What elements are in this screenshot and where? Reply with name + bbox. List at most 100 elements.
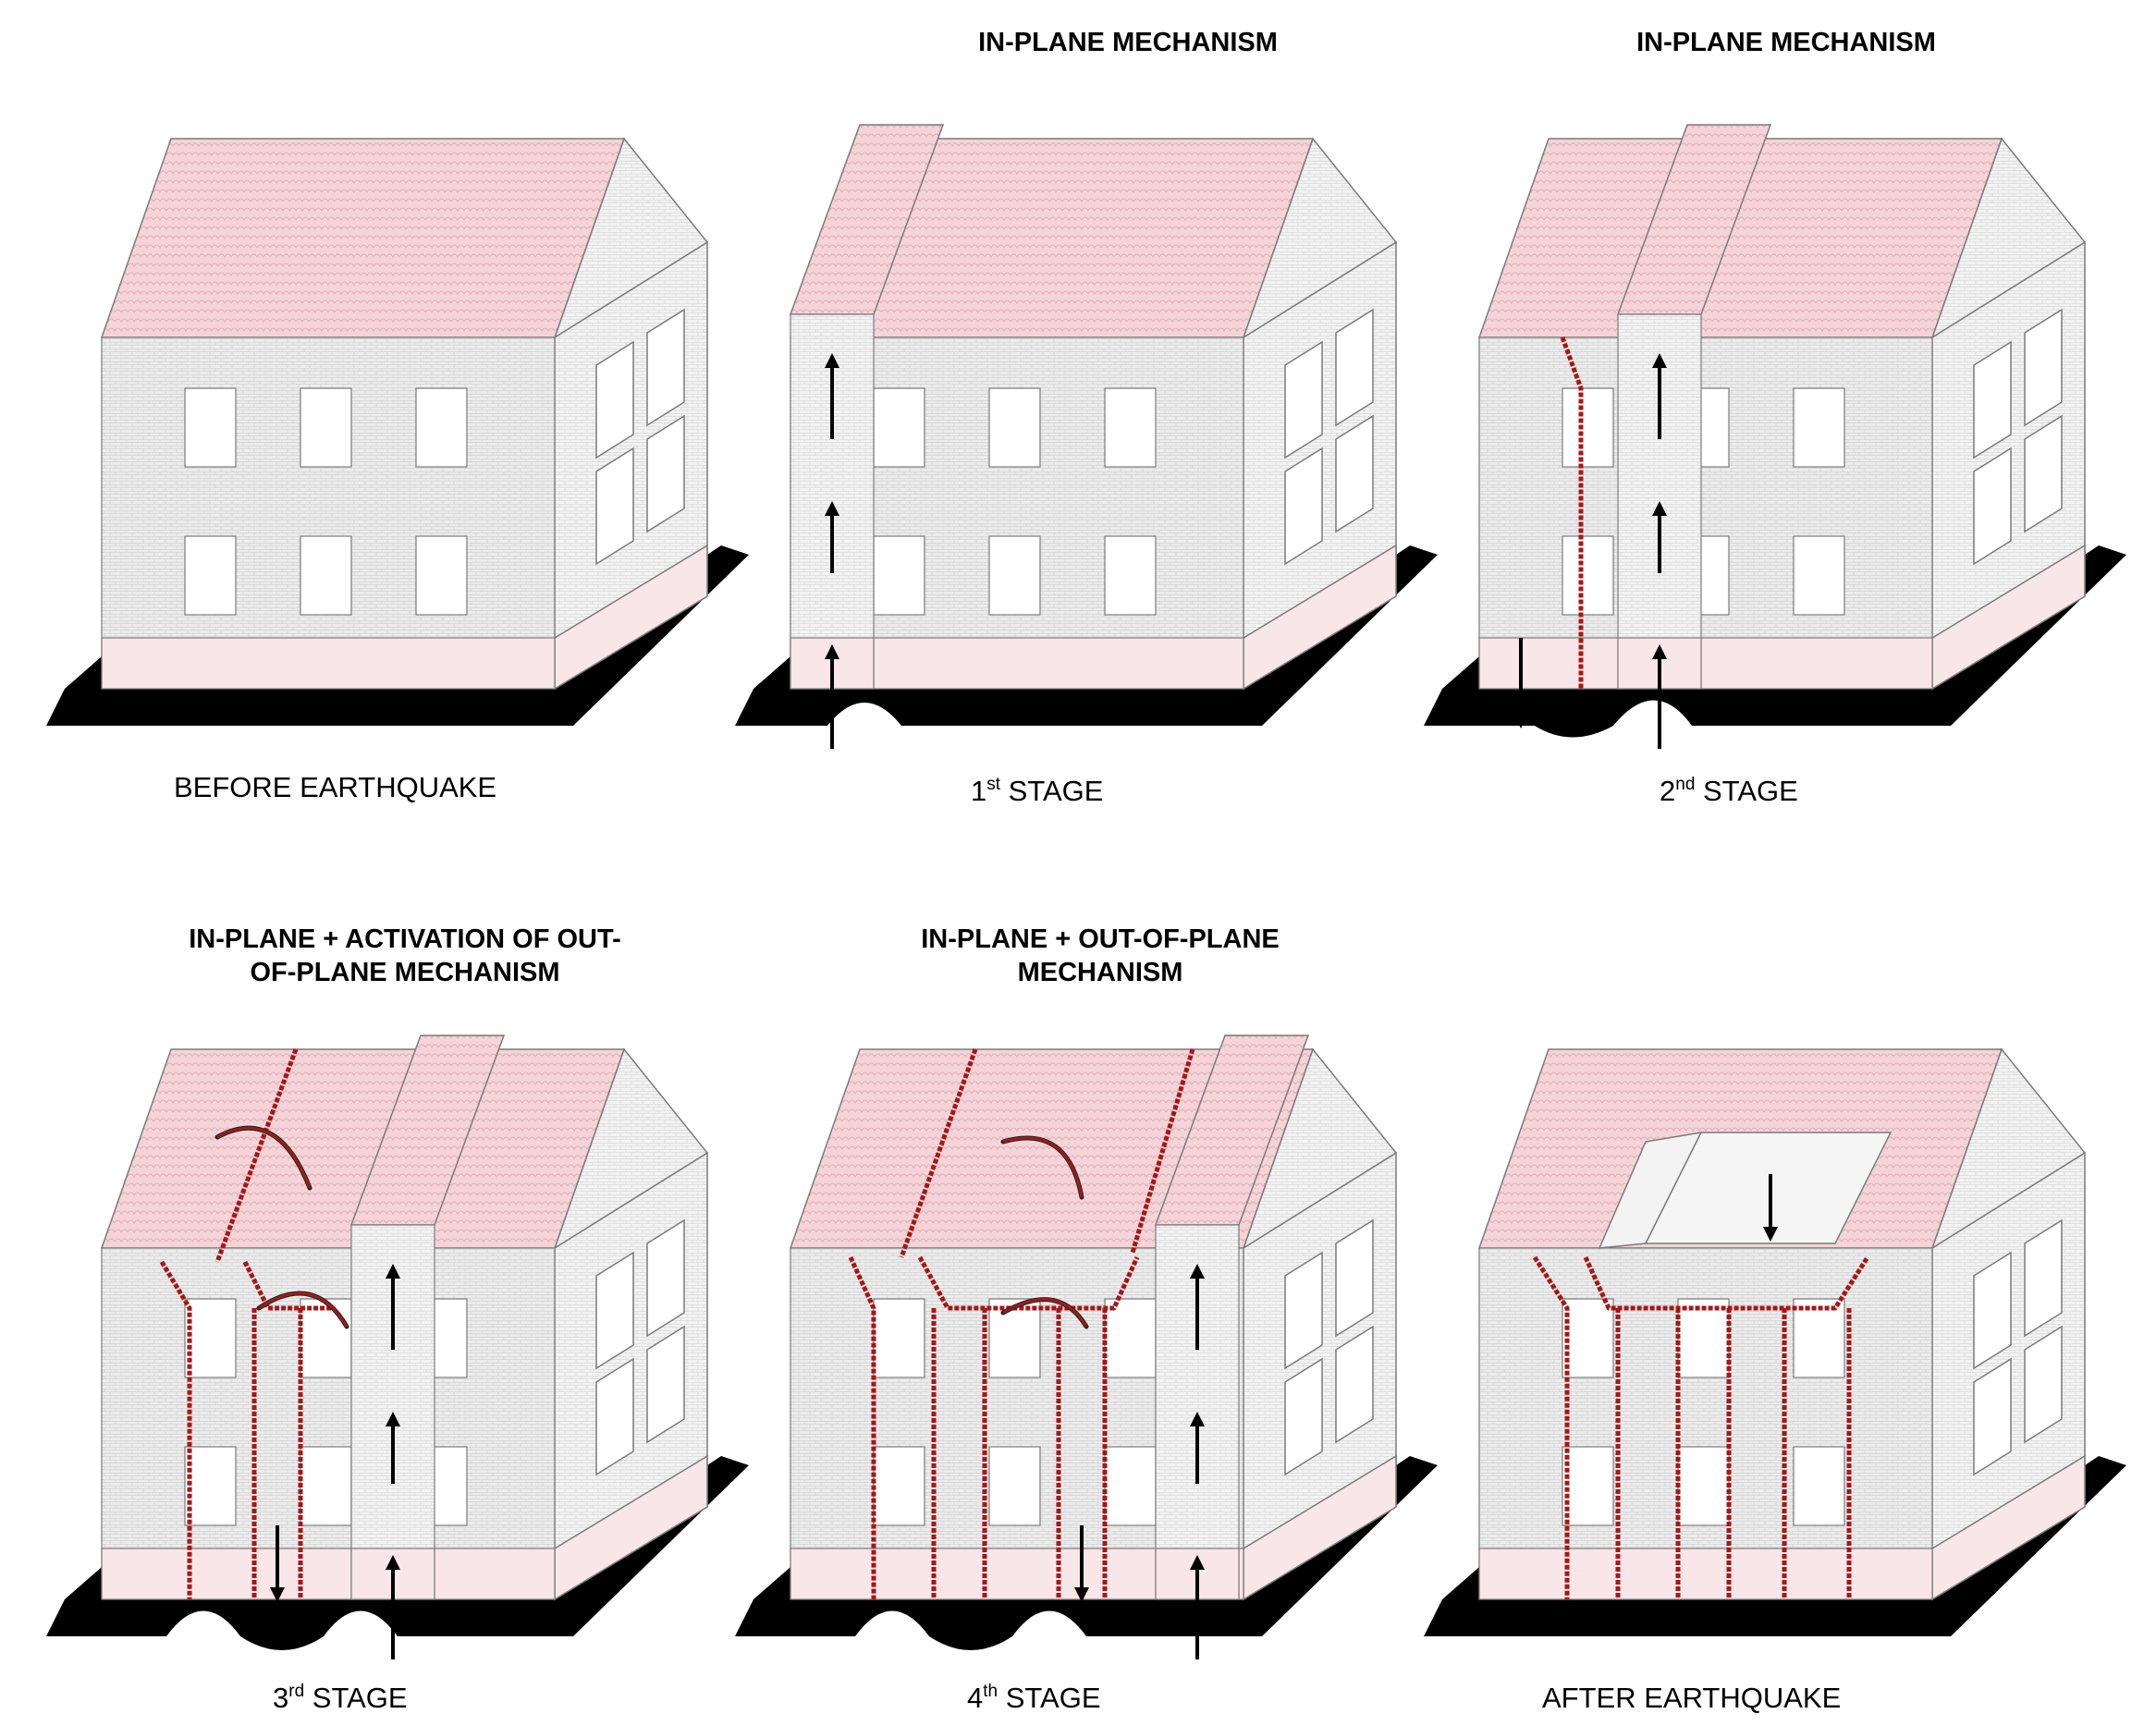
panel-title: MECHANISM [1018, 958, 1183, 987]
side-window [646, 1218, 685, 1338]
front-window [1104, 387, 1157, 468]
horizontal-crack [242, 1260, 333, 1311]
side-window [1973, 340, 2012, 459]
front-window [184, 1446, 237, 1526]
ground-base [735, 1456, 1438, 1650]
panel-caption: 4th STAGE [967, 1682, 1101, 1714]
roof-crack [899, 1048, 978, 1258]
panel-4 [46, 1034, 749, 1659]
front-base-band [1478, 1548, 1933, 1600]
front-window [300, 387, 352, 468]
front-window [988, 387, 1041, 468]
front-window [1562, 387, 1614, 468]
caption-main: 4 [967, 1682, 983, 1714]
vertical-crack [1560, 337, 1584, 689]
side-window [1973, 1251, 2012, 1370]
front-window [1793, 387, 1845, 468]
panel-title: OF-PLANE MECHANISM [250, 958, 559, 987]
front-window [300, 1446, 352, 1526]
caption-superscript: st [986, 775, 1001, 794]
panel-caption: AFTER EARTHQUAKE [1542, 1682, 1841, 1714]
panel-1 [46, 137, 749, 726]
front-window [1677, 1446, 1730, 1526]
front-window [988, 535, 1041, 616]
caption-suffix: STAGE [1695, 775, 1797, 807]
front-window [184, 1298, 237, 1378]
ground-base [1424, 545, 2126, 738]
front-window [1104, 1298, 1157, 1378]
panel-title: IN-PLANE MECHANISM [1636, 28, 1936, 57]
front-window [1562, 1298, 1614, 1378]
horizontal-crack [1583, 1255, 1870, 1311]
side-window [1973, 1357, 2012, 1476]
caption-suffix: STAGE [304, 1682, 407, 1714]
side-window [1335, 1325, 1374, 1444]
front-window [300, 535, 352, 616]
caption-suffix: STAGE [998, 1682, 1100, 1714]
caption-superscript: th [983, 1682, 998, 1701]
front-window [415, 535, 468, 616]
caption-superscript: rd [288, 1682, 304, 1701]
front-window [184, 535, 237, 616]
panel-caption: 1st STAGE [971, 775, 1103, 807]
rotation-arrow-wall [258, 1291, 349, 1328]
front-window [1104, 535, 1157, 616]
side-window [2024, 308, 2063, 427]
panel-title: IN-PLANE MECHANISM [978, 28, 1278, 57]
front-window [300, 1298, 352, 1378]
panel-title: IN-PLANE + ACTIVATION OF OUT- [189, 924, 620, 954]
front-window [1104, 1446, 1157, 1526]
side-window [1284, 340, 1323, 459]
front-window [1793, 535, 1845, 616]
vertical-crack [1532, 1255, 1570, 1599]
side-window [595, 447, 634, 566]
side-window [1335, 1218, 1374, 1338]
side-window [1284, 1357, 1323, 1476]
panel-caption: 2nd STAGE [1660, 775, 1798, 807]
rotation-arrow-roof [216, 1126, 312, 1189]
caption-superscript: nd [1675, 775, 1695, 794]
front-window [873, 535, 925, 616]
front-window [988, 1298, 1041, 1378]
front-window [873, 387, 925, 468]
front-window [1677, 1298, 1730, 1378]
caption-main: 3 [273, 1682, 288, 1714]
caption-main: BEFORE EARTHQUAKE [174, 771, 496, 803]
ground-base [46, 1456, 749, 1650]
front-window [873, 1446, 925, 1526]
caption-main: AFTER EARTHQUAKE [1542, 1682, 1841, 1714]
panel-caption: BEFORE EARTHQUAKE [174, 771, 496, 803]
panel-title: IN-PLANE + OUT-OF-PLANE [921, 924, 1279, 954]
roof [100, 138, 626, 338]
front-base-band [1478, 637, 1933, 690]
front-base-band [101, 1548, 556, 1600]
panel-caption: 3rd STAGE [273, 1682, 408, 1714]
rotation-arrow-wall [1002, 1298, 1088, 1328]
caption-main: 2 [1660, 775, 1675, 807]
side-window [1973, 447, 2012, 566]
front-window [1793, 1298, 1845, 1378]
horizontal-crack [917, 1255, 1140, 1311]
side-window [595, 1251, 634, 1370]
front-window [1793, 1446, 1845, 1526]
side-window [1284, 1251, 1323, 1370]
side-window [595, 1357, 634, 1476]
side-window [1335, 414, 1374, 533]
front-base-band [101, 637, 556, 690]
collapsed-roof-panel [1644, 1132, 1893, 1244]
side-window [1284, 447, 1323, 566]
side-window [646, 1325, 685, 1444]
vertical-crack [848, 1255, 876, 1599]
panel-6 [1424, 1047, 2126, 1636]
side-window [2024, 1325, 2063, 1444]
vertical-crack [159, 1260, 192, 1599]
caption-suffix: STAGE [1000, 775, 1103, 807]
side-window [2024, 1218, 2063, 1338]
front-window [415, 387, 468, 468]
rotation-arrow-roof [1002, 1136, 1084, 1198]
side-window [2024, 414, 2063, 533]
front-window [184, 387, 237, 468]
side-window [646, 414, 685, 533]
side-window [646, 308, 685, 427]
